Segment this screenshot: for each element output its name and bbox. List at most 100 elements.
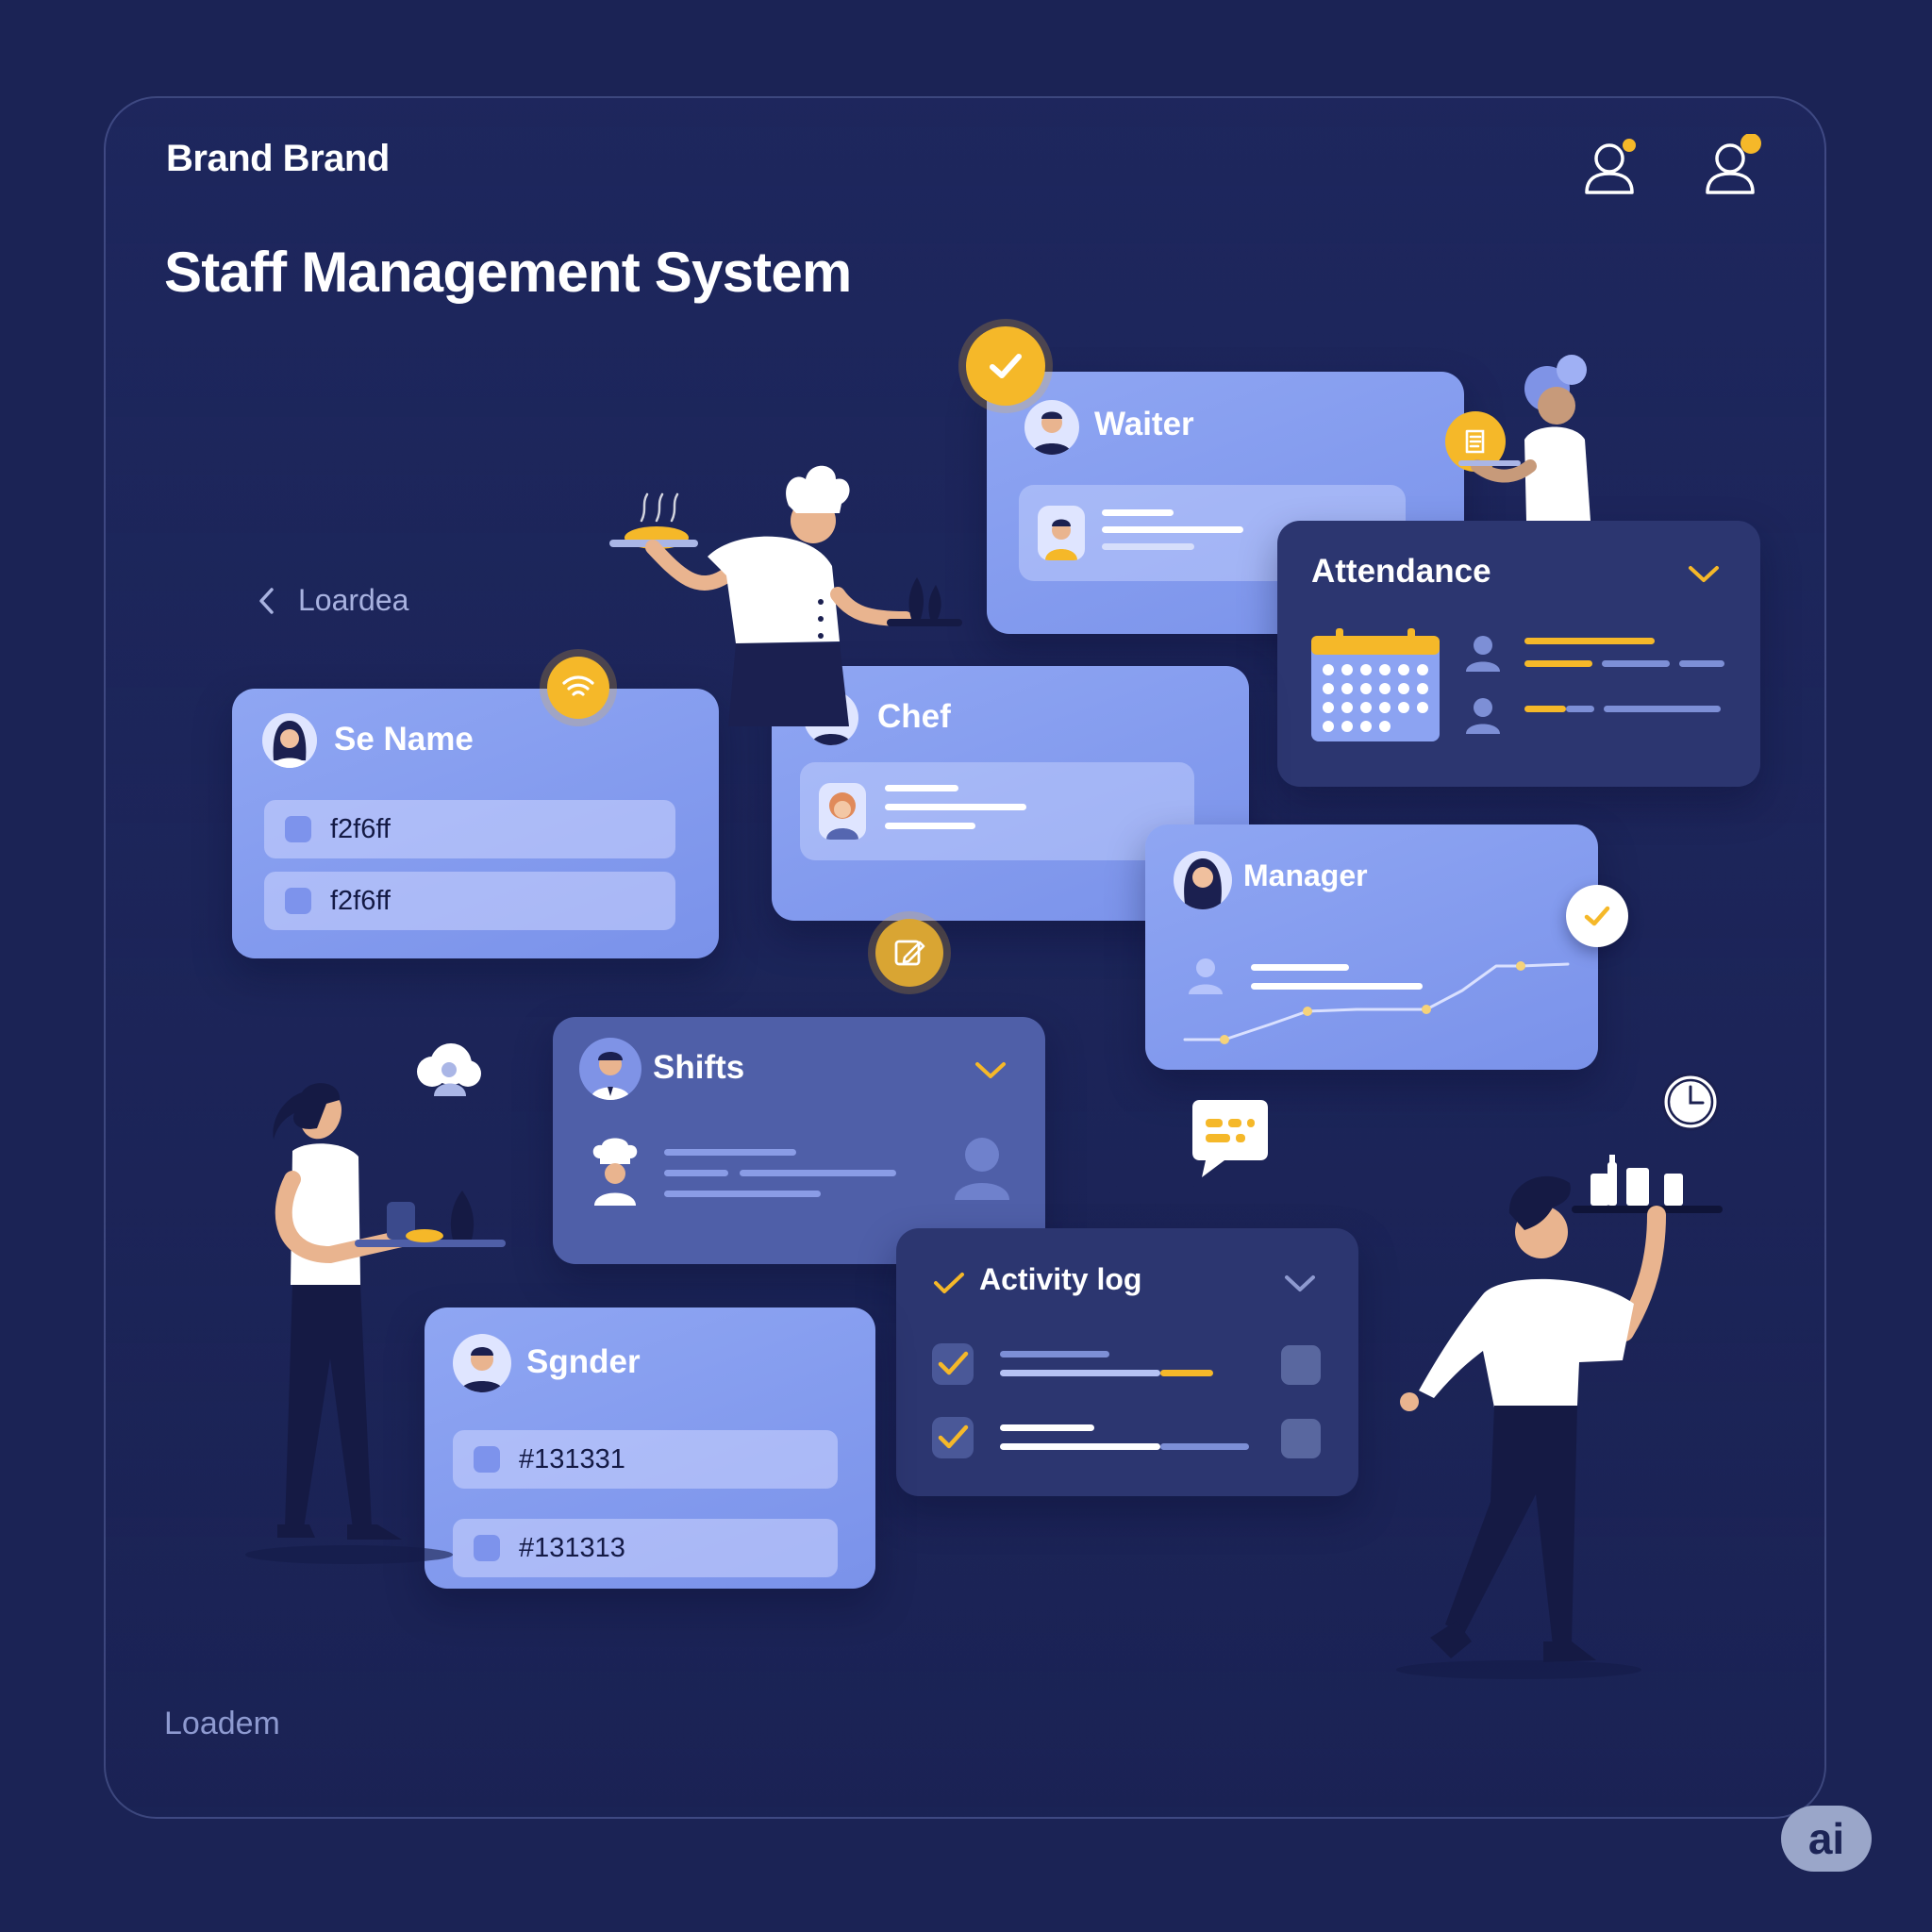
chevron-down-icon[interactable] bbox=[1281, 1270, 1319, 1296]
user-notifications-button[interactable] bbox=[1698, 134, 1764, 200]
avatar bbox=[1174, 851, 1232, 909]
receipt-icon bbox=[1465, 429, 1485, 454]
attendance-card[interactable]: Attendance bbox=[1277, 521, 1760, 787]
person-avatar-icon bbox=[826, 792, 858, 840]
text-placeholder-line bbox=[1604, 706, 1721, 712]
card-title: Chef bbox=[877, 698, 951, 735]
text-placeholder-line bbox=[664, 1191, 821, 1197]
text-placeholder-line bbox=[664, 1149, 796, 1156]
attendance-bar bbox=[1524, 638, 1655, 644]
staff-name-card[interactable]: Se Name f2f6ff f2f6ff bbox=[232, 689, 719, 958]
brand-logo[interactable]: Brand Brand bbox=[166, 138, 390, 179]
user-icon bbox=[1585, 139, 1636, 194]
wifi-badge bbox=[547, 657, 609, 719]
attendance-bar bbox=[1524, 660, 1592, 667]
avatar bbox=[453, 1334, 511, 1392]
card-title: Sgnder bbox=[526, 1343, 641, 1380]
text-placeholder-line bbox=[1602, 660, 1670, 667]
checkbox[interactable] bbox=[474, 1446, 500, 1473]
person-avatar-icon bbox=[1032, 411, 1072, 455]
staff-field[interactable]: f2f6ff bbox=[264, 872, 675, 930]
text-placeholder-line bbox=[1000, 1351, 1109, 1357]
checkbox[interactable] bbox=[285, 816, 311, 842]
card-title: Se Name bbox=[334, 721, 474, 758]
chef-icon bbox=[592, 1138, 638, 1206]
card-title: Manager bbox=[1243, 858, 1368, 892]
text-placeholder-line bbox=[1566, 706, 1594, 712]
person-icon bbox=[1466, 636, 1500, 672]
person-avatar-icon bbox=[272, 721, 308, 768]
text-placeholder-line bbox=[885, 823, 975, 829]
waiter-card[interactable]: Waiter bbox=[987, 372, 1464, 634]
text-placeholder-line bbox=[1251, 983, 1423, 990]
sender-field[interactable]: #131331 bbox=[453, 1430, 838, 1489]
activity-checkbox[interactable] bbox=[932, 1343, 974, 1385]
chevron-left-icon bbox=[259, 587, 274, 614]
back-link[interactable]: Loardea bbox=[257, 583, 408, 618]
avatar bbox=[819, 783, 866, 840]
text-placeholder-line bbox=[885, 804, 1026, 810]
text-placeholder-line bbox=[664, 1170, 728, 1176]
trend-line-chart bbox=[1183, 961, 1570, 1044]
user-profile-button[interactable] bbox=[1577, 134, 1643, 200]
progress-fill bbox=[1000, 1443, 1160, 1450]
avatar bbox=[1024, 400, 1079, 455]
manager-card[interactable]: Manager bbox=[1145, 824, 1598, 1070]
edit-icon bbox=[894, 940, 925, 966]
avatar bbox=[1038, 506, 1085, 560]
checkbox[interactable] bbox=[285, 888, 311, 914]
chevron-down-icon[interactable] bbox=[972, 1057, 1009, 1083]
chevron-down-icon[interactable] bbox=[1685, 560, 1723, 587]
text-placeholder-line bbox=[1679, 660, 1724, 667]
text-placeholder-line bbox=[1102, 526, 1243, 533]
field-value: #131331 bbox=[519, 1443, 625, 1474]
wifi-icon bbox=[562, 675, 594, 696]
card-title: Attendance bbox=[1311, 553, 1491, 590]
page-title: Staff Management System bbox=[164, 241, 852, 304]
check-icon bbox=[938, 1351, 969, 1375]
waitress-illustration bbox=[245, 1043, 506, 1564]
back-link-label: Loardea bbox=[298, 583, 409, 617]
text-placeholder-line bbox=[1102, 543, 1194, 550]
card-title: Waiter bbox=[1094, 406, 1194, 442]
sender-card[interactable]: Sgnder #131331 #131313 bbox=[425, 1307, 875, 1589]
activity-action-button[interactable] bbox=[1281, 1345, 1321, 1385]
person-placeholder-icon bbox=[955, 1138, 1009, 1200]
progress-track bbox=[1160, 1443, 1249, 1450]
activity-checkbox[interactable] bbox=[932, 1417, 974, 1458]
person-avatar-icon bbox=[1045, 519, 1077, 560]
text-placeholder-line bbox=[885, 785, 958, 791]
ai-badge[interactable]: ai bbox=[1781, 1806, 1872, 1872]
check-icon bbox=[934, 1273, 964, 1293]
chef-illustration bbox=[609, 465, 962, 726]
approved-badge bbox=[1566, 885, 1628, 947]
verified-badge bbox=[966, 326, 1045, 406]
shifts-card[interactable]: Shifts bbox=[553, 1017, 1045, 1264]
field-value: #131313 bbox=[519, 1532, 625, 1563]
user-icon bbox=[1706, 134, 1761, 194]
calendar-icon bbox=[1311, 628, 1440, 741]
avatar bbox=[262, 713, 317, 768]
card-title: Shifts bbox=[653, 1049, 745, 1086]
text-placeholder-line bbox=[1251, 964, 1349, 971]
text-placeholder-line bbox=[1102, 509, 1174, 516]
activity-action-button[interactable] bbox=[1281, 1419, 1321, 1458]
check-icon bbox=[990, 354, 1022, 378]
check-icon bbox=[1584, 906, 1610, 926]
card-title: Activity log bbox=[979, 1262, 1142, 1296]
field-value: f2f6ff bbox=[330, 813, 391, 844]
chef-detail-panel bbox=[800, 762, 1194, 860]
person-avatar-icon bbox=[1183, 858, 1223, 909]
person-avatar-icon bbox=[591, 1052, 630, 1100]
sender-field[interactable]: #131313 bbox=[453, 1519, 838, 1577]
avatar bbox=[579, 1038, 641, 1100]
waiter-illustration bbox=[1396, 1155, 1723, 1679]
person-icon bbox=[1189, 958, 1223, 994]
edit-badge[interactable] bbox=[875, 919, 943, 987]
chat-bubble-icon[interactable] bbox=[1191, 1098, 1270, 1179]
clock-icon bbox=[1661, 1073, 1720, 1131]
checkbox[interactable] bbox=[474, 1535, 500, 1561]
staff-field[interactable]: f2f6ff bbox=[264, 800, 675, 858]
activity-log-card[interactable]: Activity log bbox=[896, 1228, 1358, 1496]
text-placeholder-line bbox=[1000, 1424, 1094, 1431]
